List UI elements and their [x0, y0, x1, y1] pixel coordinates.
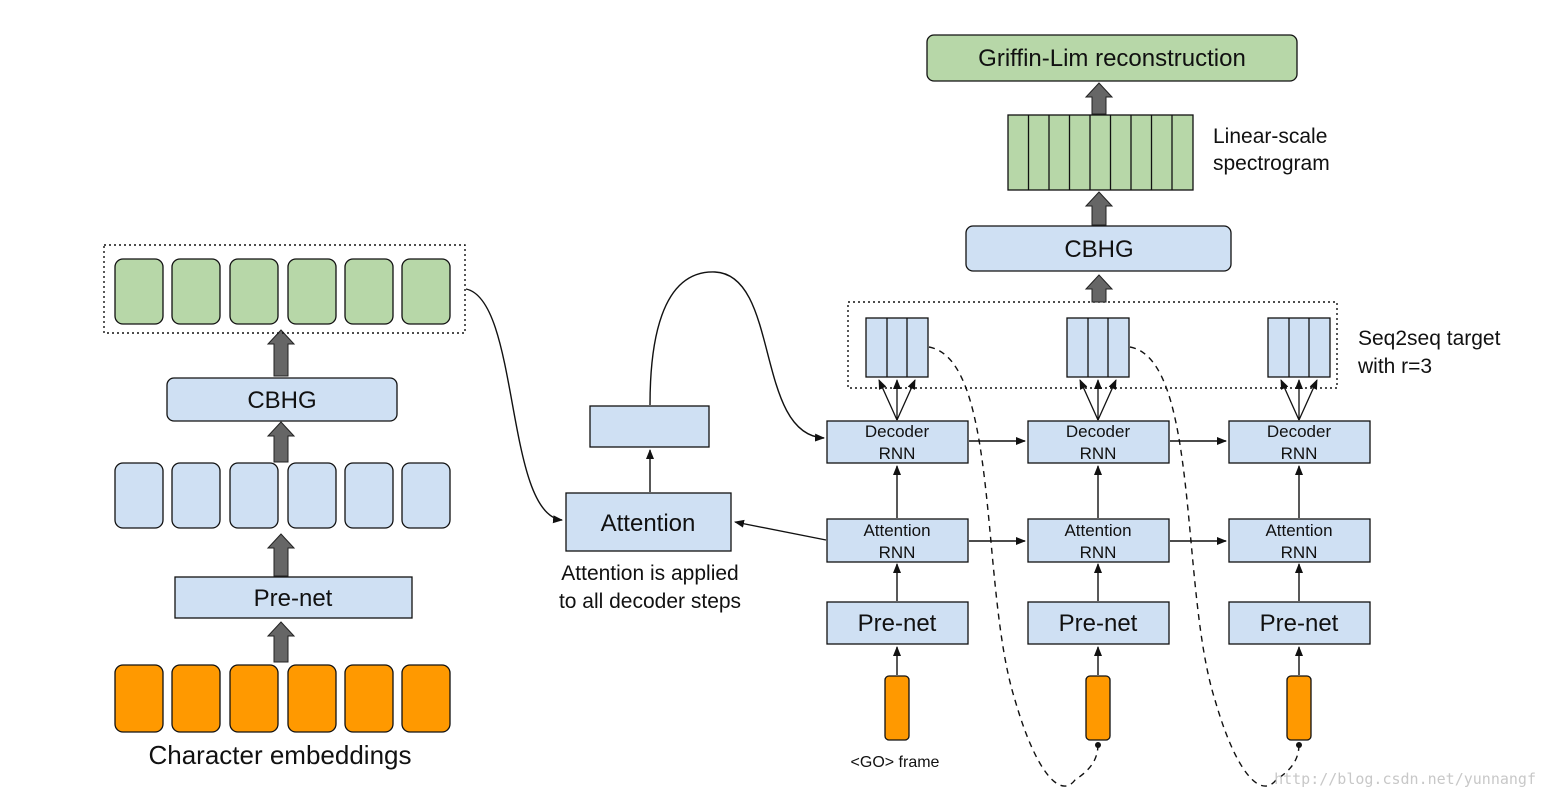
postnet-cbhg-box — [965, 225, 1232, 272]
input-frame — [1286, 675, 1312, 741]
watermark: http://blog.csdn.net/yunnangf — [1274, 770, 1536, 788]
attention-box — [565, 492, 732, 552]
attention-label: Attention — [601, 510, 696, 537]
seq2seq-target-label-line1: Seq2seq target — [1358, 327, 1501, 350]
attention-context-box — [589, 405, 710, 448]
decoder-to-target-arrows — [1280, 379, 1318, 421]
spectrogram-label-line1: Linear-scale — [1213, 125, 1327, 148]
encoder-outputs — [114, 258, 451, 325]
attention-rnn-box — [1228, 518, 1371, 563]
decoder-step-1: Pre-net Attention RNN Decoder RNN — [826, 317, 969, 741]
encoder-arrow-1 — [266, 621, 296, 663]
go-frame-label: <GO> frame — [851, 754, 940, 771]
postnet-arrow-2 — [1084, 191, 1114, 226]
postnet-cbhg-label: CBHG — [1064, 236, 1133, 263]
encoder-output-group — [103, 244, 466, 334]
attention-rnn-label-line2: RNN — [1281, 543, 1318, 562]
encoder-to-attention-connector — [465, 288, 563, 524]
spectrogram-label-line2: spectrogram — [1213, 152, 1330, 175]
feedback-dot-1 — [1095, 742, 1101, 748]
decoder-prenet-label: Pre-net — [1260, 610, 1339, 637]
decoder-to-target-arrows — [878, 379, 916, 421]
encoder-cbhg-box — [166, 377, 398, 422]
decoder-prenet-box — [1027, 601, 1170, 645]
postnet-arrow-1 — [1084, 274, 1114, 303]
decoder-prenet-label: Pre-net — [1059, 610, 1138, 637]
decoder-rnn-label-line2: RNN — [1080, 444, 1117, 463]
decoder-rnn-label-line2: RNN — [1281, 444, 1318, 463]
decoder-rnn-label-line1: Decoder — [865, 422, 930, 441]
attention-rnn-label-line1: Attention — [1265, 521, 1332, 540]
decoder-rnn-box — [826, 420, 969, 464]
encoder-cbhg-label: CBHG — [247, 387, 316, 414]
postnet-arrow-3 — [1084, 82, 1114, 115]
encoder-arrow-4 — [266, 329, 296, 377]
seq2seq-target-group — [847, 301, 1338, 389]
seq2seq-target-frames — [1267, 317, 1331, 378]
seq2seq-target-label-line2: with r=3 — [1357, 355, 1432, 378]
character-embeddings-label: Character embeddings — [148, 740, 411, 770]
attention-rnn-label-line2: RNN — [879, 543, 916, 562]
feedback-loop-2 — [1129, 346, 1300, 787]
attention-rnn-box — [1027, 518, 1170, 563]
encoder-prenet-box — [174, 576, 413, 619]
decoder-step-2: Pre-net Attention RNN Decoder RNN — [1027, 317, 1170, 741]
attention-rnn-label-line1: Attention — [1064, 521, 1131, 540]
encoder-arrow-3 — [266, 421, 296, 463]
decoder-prenet-label: Pre-net — [858, 610, 937, 637]
decoder-step-3: Pre-net Attention RNN Decoder RNN — [1228, 317, 1371, 741]
attention-rnn-to-attention-arrow — [734, 519, 827, 541]
encoder-prenet-outputs — [114, 462, 451, 529]
decoder-prenet-box — [826, 601, 969, 645]
encoder-prenet-label: Pre-net — [254, 585, 333, 612]
character-embeddings — [114, 664, 451, 733]
context-to-decoder-connector — [649, 271, 825, 442]
attention-rnn-label-line2: RNN — [1080, 543, 1117, 562]
feedback-loop-1 — [928, 346, 1099, 787]
decoder-rnn-label-line2: RNN — [879, 444, 916, 463]
decoder-rnn-box — [1027, 420, 1170, 464]
linear-spectrogram — [1007, 114, 1194, 191]
decoder-rnn-label-line1: Decoder — [1066, 422, 1131, 441]
attention-rnn-box — [826, 518, 969, 563]
go-frame — [884, 675, 910, 741]
encoder-arrow-2 — [266, 533, 296, 577]
attention-note-line2: to all decoder steps — [559, 590, 741, 613]
decoder-to-target-arrows — [1079, 379, 1117, 421]
decoder-rnn-label-line1: Decoder — [1267, 422, 1332, 441]
feedback-dot-2 — [1296, 742, 1302, 748]
input-frame — [1085, 675, 1111, 741]
decoder-prenet-box — [1228, 601, 1371, 645]
griffin-lim-label: Griffin-Lim reconstruction — [978, 45, 1246, 72]
seq2seq-target-frames — [1066, 317, 1130, 378]
attention-rnn-label-line1: Attention — [863, 521, 930, 540]
griffin-lim-box — [926, 34, 1298, 82]
decoder-rnn-box — [1228, 420, 1371, 464]
attention-note-line1: Attention is applied — [561, 562, 738, 585]
seq2seq-target-frames — [865, 317, 929, 378]
